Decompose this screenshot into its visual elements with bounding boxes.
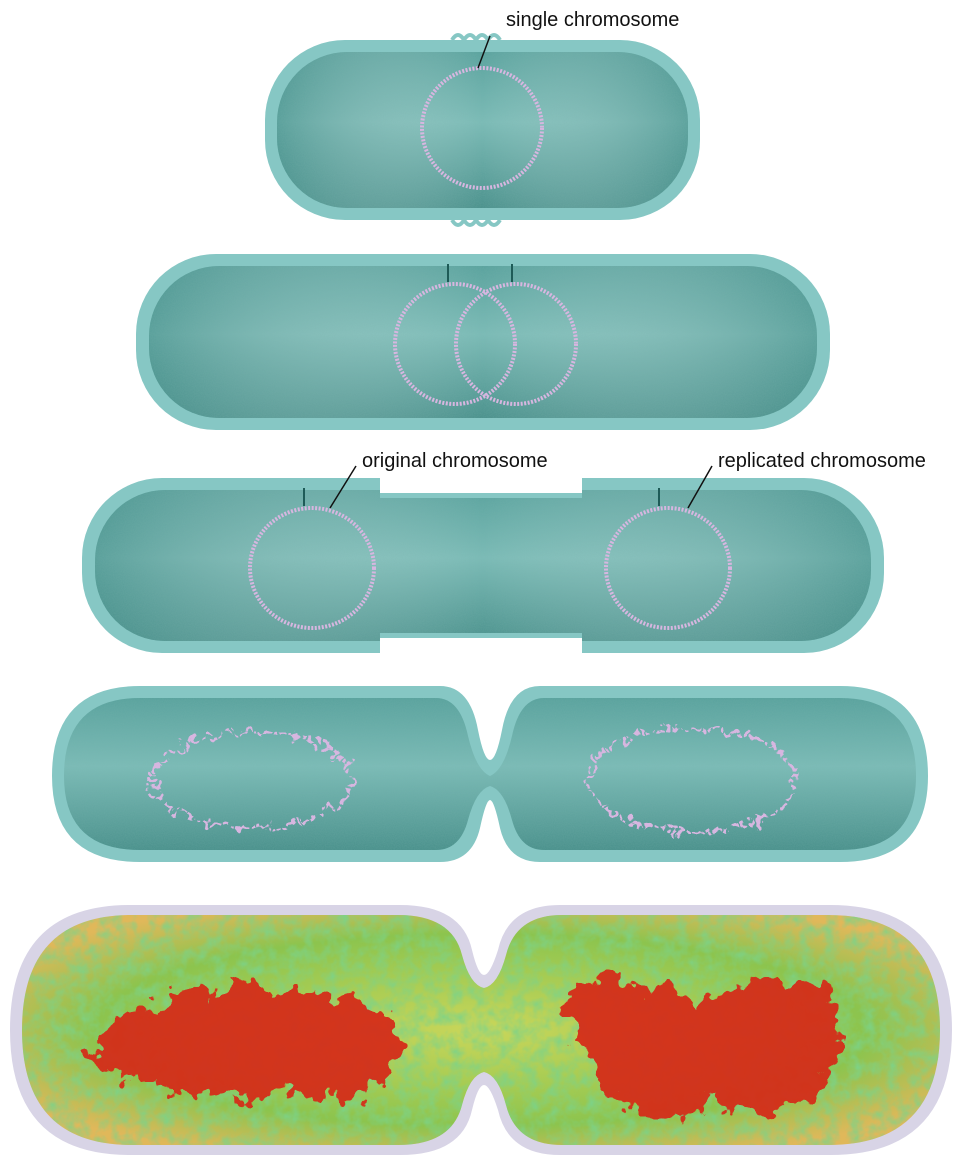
- cell-stage-4: [52, 686, 928, 862]
- cell-stage-2: [136, 254, 830, 430]
- micrograph-dividing-bacterium: [10, 905, 952, 1155]
- cell-stage-1: [265, 35, 700, 225]
- label-original-chromosome: original chromosome: [362, 450, 548, 472]
- cell-stage-3: [82, 466, 884, 653]
- label-single-chromosome: single chromosome: [506, 9, 679, 31]
- label-replicated-chromosome: replicated chromosome: [718, 450, 926, 472]
